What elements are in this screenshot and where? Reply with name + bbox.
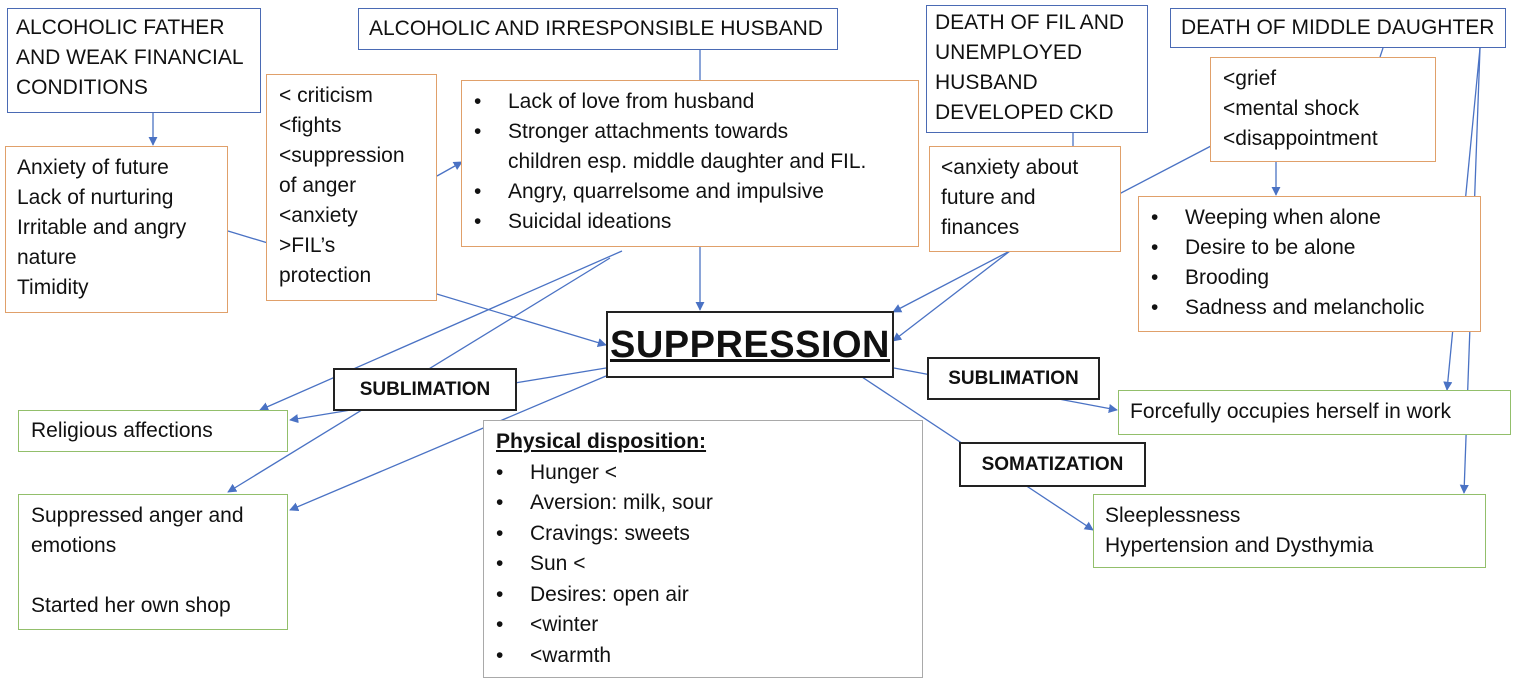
fil-anxiety-line: future and	[941, 186, 1036, 209]
effect-fil-anxiety: <anxiety about future and finances	[929, 146, 1121, 252]
outcome-suppressed-anger: Suppressed anger and emotions Started he…	[18, 494, 288, 630]
fil-anxiety-line: finances	[941, 216, 1020, 239]
grief-item: <disappointment	[1223, 127, 1378, 150]
mechanism-sublimation-left: SUBLIMATION	[333, 368, 517, 411]
trait-item: Angry, quarrelsome and impulsive	[462, 177, 918, 207]
trait-item: Suicidal ideations	[462, 207, 918, 237]
anger-line: Started her own shop	[31, 594, 231, 617]
modality-item: >FIL’s	[279, 234, 336, 257]
cause-alcoholic-father: ALCOHOLIC FATHER AND WEAK FINANCIAL COND…	[7, 8, 261, 113]
grief-sign-item: Sadness and melancholic	[1139, 293, 1480, 323]
anger-line: Suppressed anger and	[31, 504, 244, 527]
somatic-line: Sleeplessness	[1105, 504, 1241, 527]
cause-death-of-fil: DEATH OF FIL AND UNEMPLOYED HUSBAND DEVE…	[926, 5, 1148, 133]
effect-grief-signs: Weeping when alone Desire to be alone Br…	[1138, 196, 1481, 332]
childhood-trait: Anxiety of future	[17, 156, 169, 179]
grief-item: <grief	[1223, 67, 1277, 90]
grief-sign-item: Desire to be alone	[1139, 233, 1480, 263]
somatic-line: Hypertension and Dysthymia	[1105, 534, 1374, 557]
physical-item: <warmth	[484, 641, 922, 672]
outcome-religious-affections: Religious affections	[18, 410, 288, 452]
physical-disposition-list: Hunger < Aversion: milk, sour Cravings: …	[484, 458, 922, 672]
fil-anxiety-line: <anxiety about	[941, 156, 1079, 179]
modality-item: of anger	[279, 174, 357, 197]
childhood-trait: Lack of nurturing	[17, 186, 174, 209]
cause-daughter-text: DEATH OF MIDDLE DAUGHTER	[1181, 16, 1495, 39]
religious-text: Religious affections	[31, 419, 213, 442]
childhood-trait: Irritable and angry	[17, 216, 187, 239]
grief-sign-item: Brooding	[1139, 263, 1480, 293]
cause-husband-text: ALCOHOLIC AND IRRESPONSIBLE HUSBAND	[369, 17, 823, 40]
cause-father-line: ALCOHOLIC FATHER	[16, 16, 225, 39]
effect-grief: <grief <mental shock <disappointment	[1210, 57, 1436, 162]
cause-fil-line: DEVELOPED CKD	[935, 101, 1114, 124]
childhood-trait: nature	[17, 246, 77, 269]
physical-disposition-title: Physical disposition:	[496, 430, 707, 453]
trait-line: children esp. middle daughter and FIL.	[508, 150, 867, 173]
arrow-anxiety-to-suppression	[892, 250, 1011, 342]
work-text: Forcefully occupies herself in work	[1130, 400, 1451, 423]
husband-traits-list: Lack of love from husband Stronger attac…	[462, 87, 918, 237]
cause-fil-line: HUSBAND	[935, 71, 1038, 94]
modality-item: <anxiety	[279, 204, 358, 227]
physical-item: <winter	[484, 610, 922, 641]
cause-alcoholic-husband: ALCOHOLIC AND IRRESPONSIBLE HUSBAND	[358, 8, 838, 50]
cause-death-of-daughter: DEATH OF MIDDLE DAUGHTER	[1170, 8, 1506, 48]
cause-fil-line: DEATH OF FIL AND	[935, 11, 1125, 34]
cause-father-line: AND WEAK FINANCIAL	[16, 46, 244, 69]
cause-fil-line: UNEMPLOYED	[935, 41, 1083, 64]
outcome-somatic: Sleeplessness Hypertension and Dysthymia	[1093, 494, 1486, 568]
outcome-work: Forcefully occupies herself in work	[1118, 390, 1511, 435]
effect-husband-traits: Lack of love from husband Stronger attac…	[461, 80, 919, 247]
physical-item: Desires: open air	[484, 580, 922, 611]
childhood-trait: Timidity	[17, 276, 89, 299]
mechanism-sublimation-right: SUBLIMATION	[927, 357, 1100, 400]
cause-father-line: CONDITIONS	[16, 76, 148, 99]
trait-item: Stronger attachments towards children esp…	[462, 117, 918, 177]
arrow-traits-to-religious	[259, 250, 623, 411]
physical-item: Aversion: milk, sour	[484, 488, 922, 519]
physical-item: Cravings: sweets	[484, 519, 922, 550]
modality-item: protection	[279, 264, 372, 287]
anger-spacer	[31, 561, 275, 591]
arrow-suppression-to-anger	[289, 375, 607, 511]
modality-item: < criticism	[279, 84, 373, 107]
effect-childhood-traits: Anxiety of future Lack of nurturing Irri…	[5, 146, 228, 313]
trait-item: Lack of love from husband	[462, 87, 918, 117]
physical-disposition-box: Physical disposition: Hunger < Aversion:…	[483, 420, 923, 678]
mechanism-somatization: SOMATIZATION	[959, 442, 1146, 487]
effect-modalities: < criticism <fights <suppression of ange…	[266, 74, 437, 301]
modality-item: <fights	[279, 114, 342, 137]
modality-item: <suppression	[279, 144, 405, 167]
grief-sign-item: Weeping when alone	[1139, 203, 1480, 233]
suppression-node: SUPPRESSION	[606, 311, 894, 378]
physical-item: Sun <	[484, 549, 922, 580]
grief-signs-list: Weeping when alone Desire to be alone Br…	[1139, 203, 1480, 323]
arrow-daughter-to-grief	[1379, 47, 1384, 58]
grief-item: <mental shock	[1223, 97, 1359, 120]
arrow-modalities-to-traits	[436, 161, 463, 177]
anger-line: emotions	[31, 534, 117, 557]
trait-line: Stronger attachments towards	[508, 120, 789, 143]
physical-item: Hunger <	[484, 458, 922, 489]
